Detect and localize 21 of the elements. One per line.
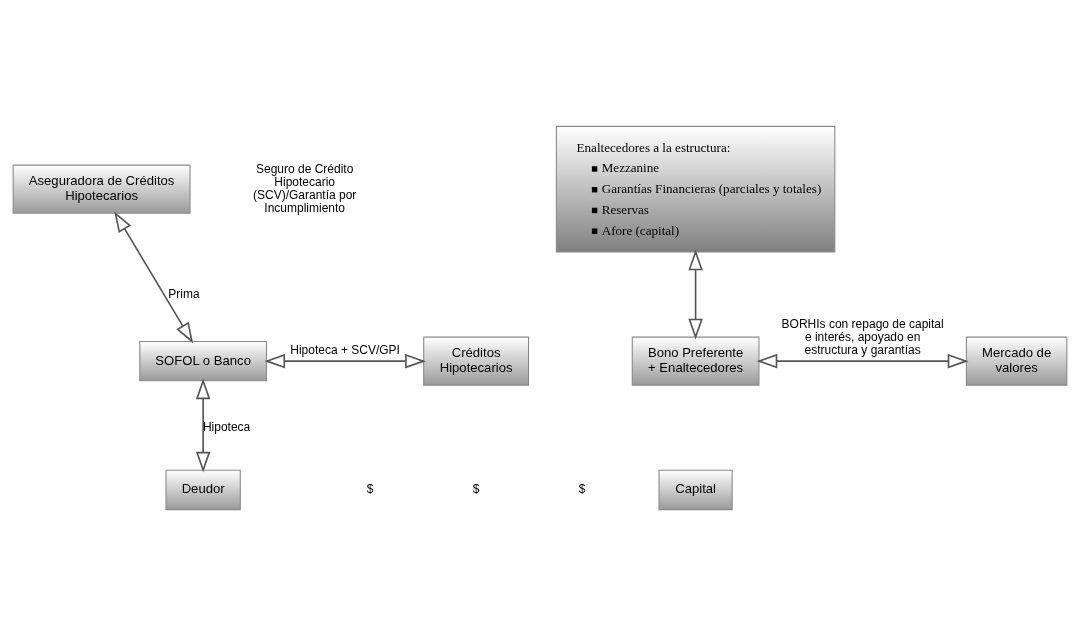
node-box: Enaltecedores a la estructura: Mezzanine Garantías Financieras (parciales y totales) Reservas Afore (capital) [555,125,836,252]
label: $ [578,481,586,496]
label: $ [366,481,374,496]
edge-label: Prima [168,286,200,301]
node-box: Créditos Hipotecarios [423,336,530,386]
edge-label: Hipoteca + SCV/GPI [290,342,400,357]
node-box: Deudor [165,469,241,510]
arrow [264,353,426,368]
arrow [688,249,703,339]
node-box: Bono Preferente + Enaltecedores [631,336,760,386]
node-box: Aseguradora de Créditos Hipotecarios [12,164,191,214]
edge-label: BORHIs con repago de capital e interés, apoyado en estructura y garantías [781,316,944,357]
label: Seguro de Crédito Hipotecario (SCV)/Garantía por Incumplimiento [253,161,357,215]
node-box: Mercado de valores [965,336,1068,386]
arrow [195,377,211,473]
edge-label: Hipoteca [202,419,251,434]
arrow [756,353,969,368]
node-box: Capital [658,469,733,510]
node-box: SOFOL o Banco [139,340,267,381]
arrow [114,210,194,343]
label: $ [472,481,480,496]
